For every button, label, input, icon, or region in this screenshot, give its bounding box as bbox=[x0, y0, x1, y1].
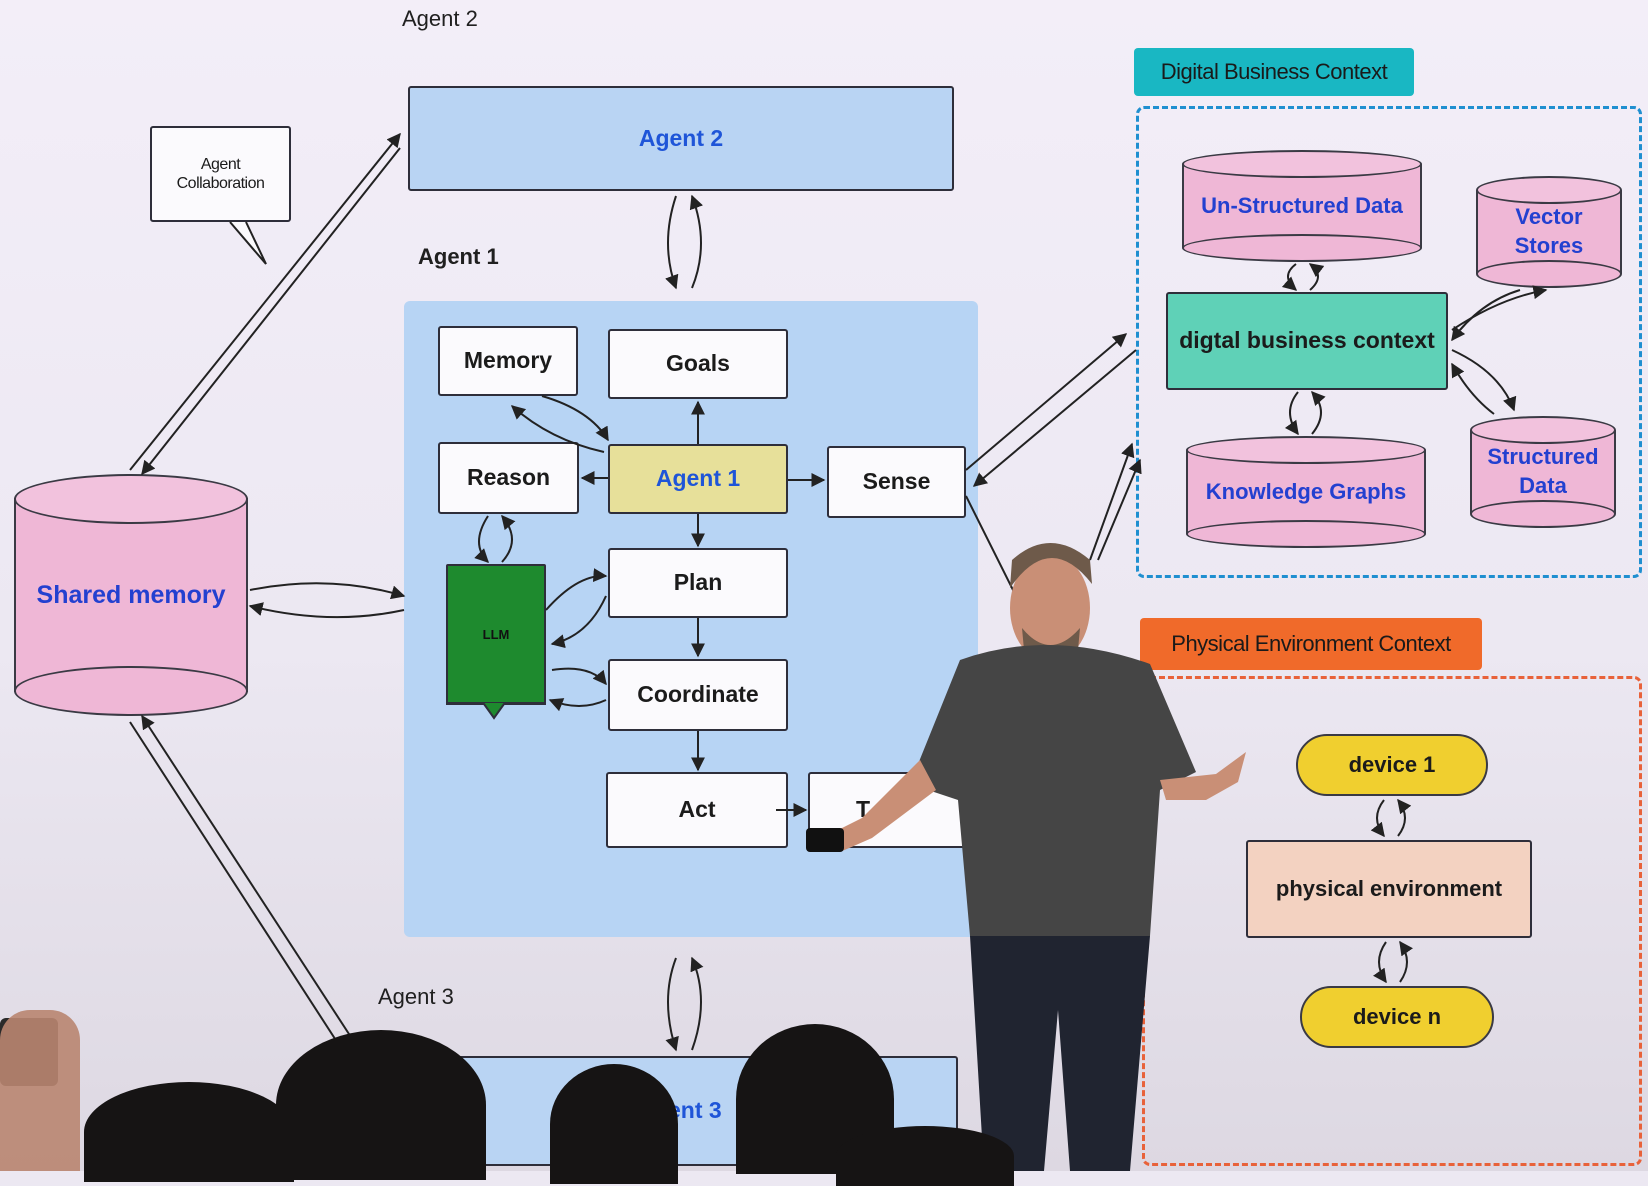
physical-context-tag: Physical Environment Context bbox=[1140, 618, 1482, 670]
digital-context-tag: Digital Business Context bbox=[1134, 48, 1414, 96]
digital-business-context-hub[interactable]: digtal business context bbox=[1166, 292, 1448, 390]
coordinate-box[interactable]: Coordinate bbox=[608, 659, 788, 731]
structured-data-label: Structured Data bbox=[1487, 444, 1599, 498]
physical-environment-box[interactable]: physical environment bbox=[1246, 840, 1532, 938]
audience-head-3 bbox=[550, 1064, 678, 1184]
unstructured-data-cylinder[interactable]: Un-Structured Data bbox=[1182, 150, 1422, 262]
knowledge-graphs-cylinder[interactable]: Knowledge Graphs bbox=[1186, 436, 1426, 548]
sense-box[interactable]: Sense bbox=[827, 446, 966, 518]
device-1-node[interactable]: device 1 bbox=[1296, 734, 1488, 796]
callout-text: Agent Collaboration bbox=[176, 155, 265, 192]
digital-context-frame bbox=[1136, 106, 1642, 578]
knowledge-graphs-label: Knowledge Graphs bbox=[1205, 478, 1407, 504]
goals-box[interactable]: Goals bbox=[608, 329, 788, 399]
act-box[interactable]: Act bbox=[606, 772, 788, 848]
agent1-core-box[interactable]: Agent 1 bbox=[608, 444, 788, 514]
llm-tail bbox=[446, 702, 546, 720]
memory-box[interactable]: Memory bbox=[438, 326, 578, 396]
audience-head-5 bbox=[836, 1126, 1014, 1186]
audience-head-2 bbox=[276, 1030, 486, 1180]
agent2-caption: Agent 2 bbox=[402, 6, 478, 31]
structured-data-cylinder[interactable]: Structured Data bbox=[1470, 416, 1616, 528]
reason-box[interactable]: Reason bbox=[438, 442, 579, 514]
plan-box[interactable]: Plan bbox=[608, 548, 788, 618]
device-n-node[interactable]: device n bbox=[1300, 986, 1494, 1048]
audience-hand bbox=[0, 1010, 80, 1171]
audience-head-1 bbox=[84, 1082, 294, 1182]
shared-memory-cylinder[interactable]: Shared memory bbox=[14, 474, 248, 716]
vector-stores-cylinder[interactable]: Vector Stores bbox=[1476, 176, 1622, 288]
llm-label: LLM bbox=[482, 626, 510, 642]
agent2-box[interactable]: Agent 2 bbox=[408, 86, 954, 191]
agent3-caption: Agent 3 bbox=[378, 984, 454, 1009]
unstructured-data-label: Un-Structured Data bbox=[1201, 192, 1403, 218]
agent-collaboration-callout: Agent Collaboration bbox=[150, 126, 291, 222]
shared-memory-label: Shared memory bbox=[36, 580, 226, 609]
agent1-caption: Agent 1 bbox=[418, 244, 499, 269]
vector-stores-label: Vector Stores bbox=[1514, 204, 1584, 258]
